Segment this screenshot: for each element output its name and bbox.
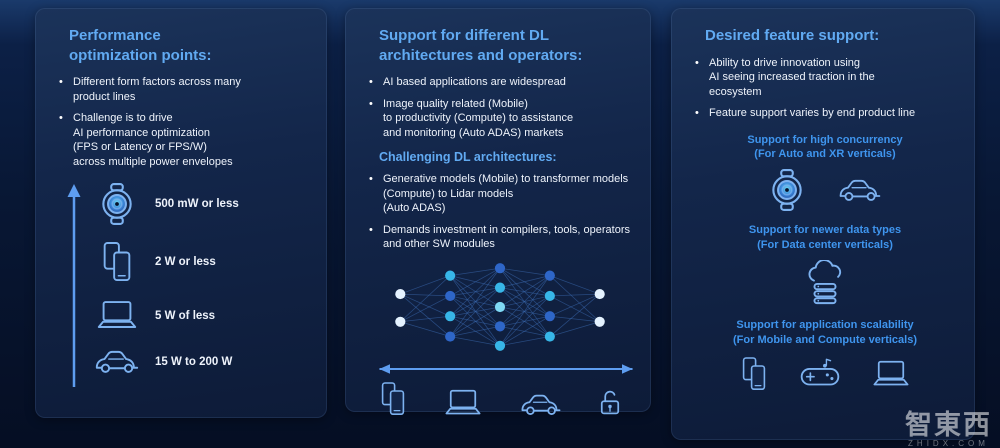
dl-bullets: • AI based applications are widespread •… [369,75,633,140]
bullet-text: Challenge is to drive AI performance opt… [73,112,233,168]
bullet-dot: • [695,107,699,120]
phones-icon [738,355,770,393]
section-newer-data-types: Support for newer data types (For Data c… [693,223,957,306]
feature-bullets: • Ability to drive innovation using AI s… [695,56,957,121]
phones-icon [89,240,145,284]
challenging-bullets: • Generative models (Mobile) to transfor… [369,172,633,252]
laptop-icon [442,388,484,418]
panel-performance-optimization: Performance optimization points: • Diffe… [35,8,327,418]
panel-title-desired-features: Desired feature support: [705,27,880,44]
power-row-laptop: 5 W of less [89,299,309,332]
section-icons [693,169,957,211]
subheading-challenging-architectures: Challenging DL architectures: [379,150,557,165]
watermark-logo: 智東西 [905,410,992,441]
power-envelope-diagram: 500 mW or less 2 W or less 5 W of less [65,183,309,391]
car-icon [518,391,564,418]
car-icon [89,347,145,376]
double-arrow-icon [379,363,633,374]
power-row-watch: 500 mW or less [89,183,309,225]
power-label: 500 mW or less [155,198,239,211]
bullet-text: Generative models (Mobile) to transforme… [383,173,629,215]
panel-title-dl-support: Support for different DL architectures a… [379,27,583,64]
bullet-dot: • [369,173,373,186]
bullet-item: • Different form factors across many pro… [59,75,309,104]
bullet-dot: • [369,223,373,236]
neural-network-icon [395,262,605,351]
bullet-text: AI based applications are widespread [383,76,566,88]
power-rows: 500 mW or less 2 W or less 5 W of less [89,183,309,391]
bullet-dot: • [369,76,373,88]
phones-icon [377,380,409,418]
power-row-phones: 2 W or less [89,240,309,284]
power-label: 5 W of less [155,309,216,322]
controller-icon [798,355,842,392]
bullet-dot: • [369,97,373,110]
section-high-concurrency: Support for high concurrency (For Auto a… [693,133,957,212]
bullet-text: Ability to drive innovation using AI see… [709,56,875,98]
car-icon [836,176,884,204]
watermark-site: ZHIDX.COM [908,438,989,448]
watch-icon [766,169,808,211]
watch-icon [89,183,145,225]
watermark: 智東西 ZHIDX.COM [905,411,992,448]
section-icons [693,355,957,393]
neural-network-diagram [367,259,633,360]
laptop-icon [870,359,912,389]
section-application-scalability: Support for application scalability (For… [693,318,957,393]
bullet-item: • AI based applications are widespread [369,75,633,90]
bullet-item: • Feature support varies by end product … [695,106,957,121]
performance-bullets: • Different form factors across many pro… [59,75,309,169]
panel-dl-architectures: Support for different DL architectures a… [345,8,651,412]
bullet-item: • Generative models (Mobile) to transfor… [369,172,633,216]
bullet-item: • Challenge is to drive AI performance o… [59,111,309,169]
section-heading: Support for application scalability (For… [733,318,917,346]
up-arrow-icon [65,183,89,391]
bullet-item: • Image quality related (Mobile) to prod… [369,97,633,141]
bullet-text: Different form factors across many produ… [73,76,241,103]
bullet-text: Feature support varies by end product li… [709,107,916,120]
panel-title-performance: Performance optimization points: [69,27,212,64]
bullet-text: Demands investment in compilers, tools, … [383,223,630,251]
laptop-icon [89,299,145,332]
bullet-dot: • [59,76,63,88]
power-label: 2 W or less [155,256,216,269]
bullet-text: Image quality related (Mobile) to produc… [383,97,574,139]
bullet-item: • Demands investment in compilers, tools… [369,223,633,252]
market-icons-row [367,380,633,418]
bullet-item: • Ability to drive innovation using AI s… [695,56,957,100]
cloud-server-icon [802,260,848,306]
unlock-icon [597,388,623,418]
section-heading: Support for high concurrency (For Auto a… [747,133,903,161]
section-heading: Support for newer data types (For Data c… [748,224,902,252]
power-label: 15 W to 200 W [155,355,233,368]
bullet-dot: • [59,112,63,125]
bullet-dot: • [695,56,699,69]
panel-desired-features: Desired feature support: • Ability to dr… [671,8,975,440]
section-icons [693,260,957,306]
power-row-car: 15 W to 200 W [89,347,309,376]
